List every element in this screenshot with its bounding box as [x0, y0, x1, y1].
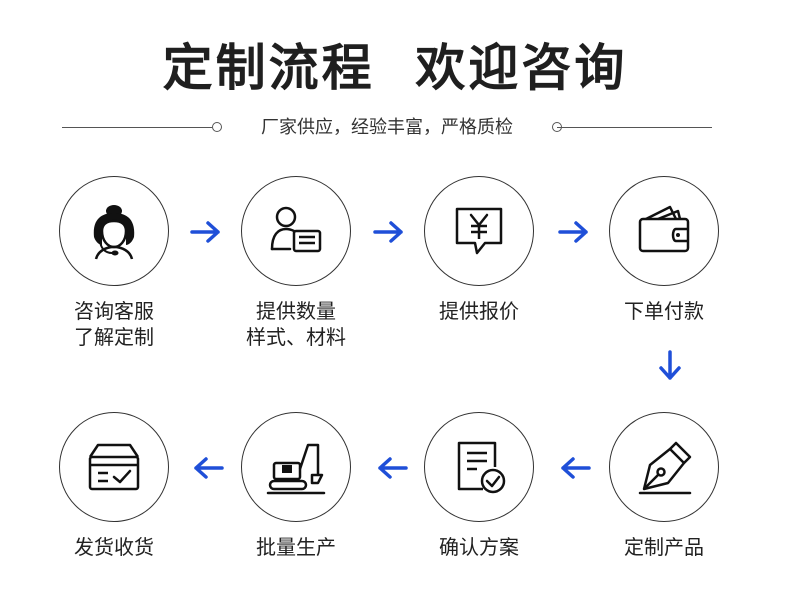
step-payment: 下单付款 — [589, 176, 739, 324]
step-mass-production: 批量生产 — [221, 412, 371, 560]
document-check-icon — [457, 441, 506, 494]
step-circle — [59, 412, 169, 522]
step-consult: 咨询客服 了解定制 — [39, 176, 189, 350]
arrow-left-icon — [561, 457, 591, 479]
step-label: 确认方案 — [439, 535, 519, 559]
step-delivery: 发货收货 — [39, 412, 189, 560]
step-circle — [59, 176, 169, 286]
step-label-2: 样式、材料 — [246, 325, 346, 349]
arrow-left-icon — [194, 457, 224, 479]
subtitle: 厂家供应，经验丰富，严格质检 — [261, 117, 513, 138]
arrow-down-icon — [659, 350, 681, 380]
step-label-2: 了解定制 — [74, 325, 154, 349]
arrow-right-2 — [371, 220, 407, 244]
wallet-icon — [638, 205, 690, 253]
step-label: 发货收货 — [74, 535, 154, 559]
arrow-left-1 — [557, 456, 593, 480]
step-label: 下单付款 — [624, 299, 704, 323]
delivery-box-icon — [88, 443, 140, 491]
yuan-quote-icon — [455, 207, 503, 255]
arrow-right-1 — [188, 220, 224, 244]
arrow-right-icon — [558, 221, 588, 243]
excavator-icon — [266, 443, 326, 495]
step-label: 定制产品 — [624, 535, 704, 559]
user-card-icon — [270, 206, 322, 253]
step-circle — [609, 412, 719, 522]
customer-service-icon — [93, 205, 135, 260]
page-title: 定制流程 欢迎咨询 — [162, 39, 628, 97]
arrow-right-icon — [190, 221, 220, 243]
arrow-left-2 — [374, 456, 410, 480]
pen-nib-icon — [638, 441, 692, 495]
step-label: 批量生产 — [256, 535, 336, 559]
step-label: 提供数量 — [256, 299, 336, 323]
subtitle-row: 厂家供应，经验丰富，严格质检 — [62, 116, 712, 140]
step-circle — [424, 176, 534, 286]
divider-line-left — [62, 127, 212, 128]
arrow-left-3 — [190, 456, 226, 480]
arrow-left-icon — [378, 457, 408, 479]
arrow-right-3 — [556, 220, 592, 244]
step-circle — [241, 176, 351, 286]
arrow-right-icon — [373, 221, 403, 243]
step-confirm-plan: 确认方案 — [404, 412, 554, 560]
step-provide-quantity: 提供数量 样式、材料 — [221, 176, 371, 350]
step-label: 提供报价 — [439, 299, 519, 323]
step-label: 咨询客服 — [74, 299, 154, 323]
step-circle — [424, 412, 534, 522]
arrow-down — [658, 348, 682, 384]
step-circle — [609, 176, 719, 286]
step-circle — [241, 412, 351, 522]
divider-dot-left — [212, 122, 222, 132]
step-quote: 提供报价 — [404, 176, 554, 324]
divider-line-right — [557, 127, 712, 128]
step-customize: 定制产品 — [589, 412, 739, 560]
